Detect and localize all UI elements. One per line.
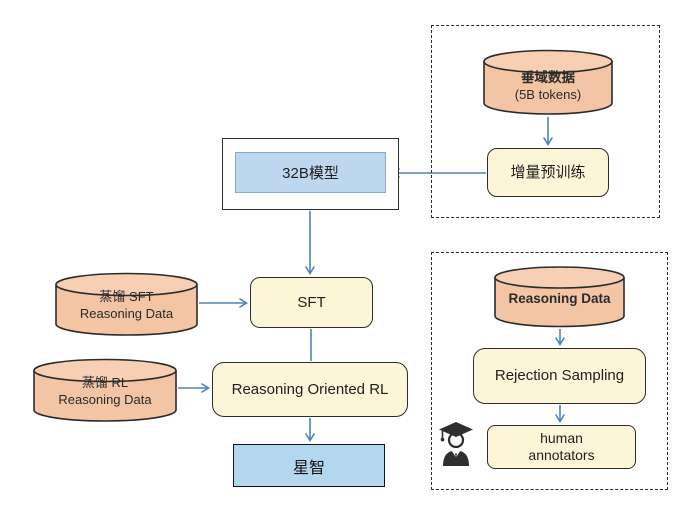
rejection-sampling-box: Rejection Sampling — [473, 348, 646, 404]
reasoning-data-label: Reasoning Data — [508, 291, 611, 306]
sft-box: SFT — [250, 277, 373, 328]
incremental-pretraining-label: 增量预训练 — [510, 163, 586, 181]
human-annotators-box: human annotators — [487, 425, 636, 469]
distill-sft-line1: 蒸馏 SFT — [99, 289, 154, 304]
cylinder-shape — [33, 358, 177, 422]
sft-label: SFT — [297, 293, 326, 311]
graduate-annotator-icon — [438, 420, 474, 467]
cylinder-shape — [55, 272, 198, 336]
reasoning-oriented-rl-box: Reasoning Oriented RL — [212, 362, 408, 417]
human-annotators-label: human annotators — [528, 430, 594, 465]
distill-sft-data-cylinder: 蒸馏 SFT Reasoning Data — [55, 272, 198, 337]
rejection-sampling-label: Rejection Sampling — [494, 367, 625, 384]
domain-data-cylinder: 垂域数据 (5B tokens) — [483, 49, 613, 116]
reasoning-oriented-rl-label: Reasoning Oriented RL — [231, 380, 389, 398]
reasoning-data-group-frame — [431, 252, 668, 490]
human-annotators-line1: human — [540, 429, 583, 446]
domain-data-title: 垂域数据 — [521, 70, 575, 85]
distill-rl-line2: Reasoning Data — [58, 391, 152, 407]
cylinder-shape — [483, 49, 613, 115]
human-annotators-line2: annotators — [528, 447, 595, 463]
xingzhi-label: 星智 — [292, 459, 325, 477]
pretrain-group-frame — [431, 25, 660, 218]
domain-data-subtitle: (5B tokens) — [514, 86, 582, 102]
reasoning-data-cylinder: Reasoning Data — [494, 266, 625, 328]
distill-sft-line2: Reasoning Data — [79, 305, 174, 321]
incremental-pretraining-box: 增量预训练 — [487, 148, 609, 197]
xingzhi-output-box: 星智 — [233, 444, 385, 487]
model-32b-label: 32B模型 — [282, 165, 339, 182]
cylinder-shape — [494, 266, 625, 328]
distill-rl-line1: 蒸馏 RL — [81, 375, 129, 390]
model-32b-box: 32B模型 — [235, 152, 386, 193]
distill-rl-data-cylinder: 蒸馏 RL Reasoning Data — [33, 358, 177, 423]
